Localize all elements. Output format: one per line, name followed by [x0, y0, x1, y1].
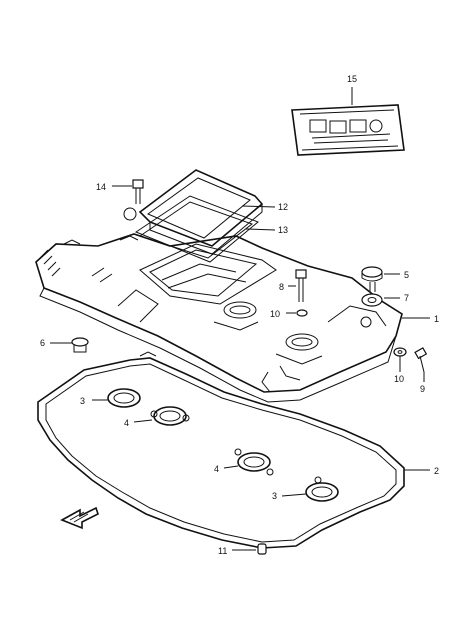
callout-13: 13 [278, 225, 288, 235]
callout-4-lower: 4 [214, 464, 219, 474]
callout-7: 7 [404, 293, 409, 303]
callout-5: 5 [404, 270, 409, 280]
plug-seal-part-4-upper [133, 406, 190, 426]
callout-11: 11 [218, 546, 227, 556]
callout-12: 12 [278, 202, 288, 212]
cap-bolt-part-5 [361, 266, 400, 292]
callout-10-lower: 10 [394, 374, 404, 384]
front-arrow-icon [60, 506, 99, 530]
bolt-part-8 [288, 269, 307, 302]
callout-2: 2 [434, 466, 439, 476]
callout-9: 9 [420, 384, 425, 394]
callout-8: 8 [279, 282, 284, 292]
plug-seal-part-4-lower [223, 448, 274, 476]
decal-card-part [291, 87, 405, 156]
callout-15: 15 [347, 74, 357, 84]
bolt-part-9 [414, 347, 428, 382]
bolt-part-14 [112, 179, 144, 204]
callout-3-upper: 3 [80, 396, 85, 406]
seal-ring-part-3-upper [92, 388, 141, 408]
callout-1: 1 [434, 314, 439, 324]
callout-14: 14 [96, 182, 106, 192]
washer-part-10-upper [286, 309, 308, 317]
seal-ring-part-3-lower [281, 476, 339, 502]
head-cover-part [35, 233, 430, 403]
callout-3-lower: 3 [272, 491, 277, 501]
plug-part-11 [232, 543, 267, 555]
callout-10-upper: 10 [270, 309, 280, 319]
cover-gasket-part [37, 351, 430, 549]
callout-4-upper: 4 [124, 418, 129, 428]
plate-gasket-part [134, 195, 276, 263]
grommet-part-7 [361, 293, 400, 307]
callout-6: 6 [40, 338, 45, 348]
washer-part-10-lower [393, 347, 407, 372]
stud-part-6 [50, 337, 89, 353]
